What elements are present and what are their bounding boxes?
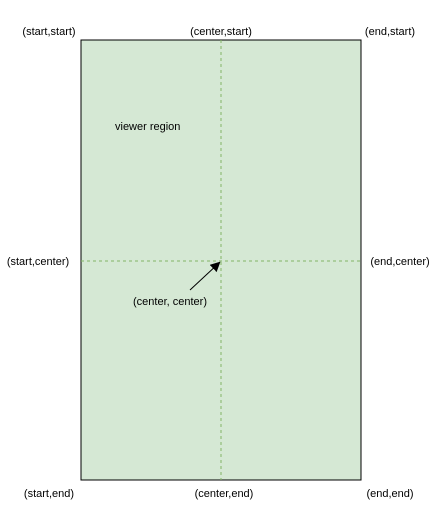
label-center-center: (center, center) bbox=[133, 296, 207, 308]
center-pointer-arrow bbox=[189, 261, 221, 291]
viewer-region-label: viewer region bbox=[115, 121, 180, 133]
label-start-end: (start,end) bbox=[24, 488, 74, 500]
label-center-start: (center,start) bbox=[190, 26, 252, 38]
label-center-end: (center,end) bbox=[195, 488, 254, 500]
label-end-center: (end,center) bbox=[370, 256, 429, 268]
label-end-start: (end,start) bbox=[365, 26, 415, 38]
label-end-end: (end,end) bbox=[366, 488, 413, 500]
label-start-start: (start,start) bbox=[22, 26, 75, 38]
label-start-center: (start,center) bbox=[7, 256, 69, 268]
